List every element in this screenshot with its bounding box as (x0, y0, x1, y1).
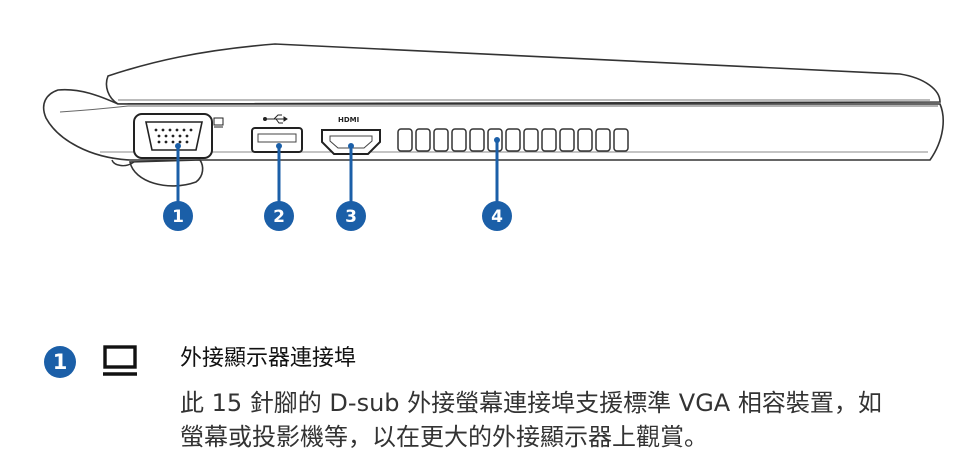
callout-badge-4: 4 (482, 201, 512, 231)
laptop-foot (129, 159, 204, 187)
svg-text:1: 1 (172, 207, 184, 227)
air-vent-icon (397, 128, 629, 152)
legend-title: 外接顯示器連接埠 (180, 346, 357, 371)
monitor-icon (103, 345, 137, 376)
base-seam (59, 105, 938, 113)
callout-badge-1: 1 (163, 201, 193, 231)
legend-number-badge: 1 (44, 346, 76, 378)
hdmi-port-icon (321, 129, 381, 155)
svg-text:2: 2 (273, 207, 285, 227)
svg-text:3: 3 (345, 207, 357, 227)
vga-port-icon (133, 113, 213, 159)
port-legend: 1 外接顯示器連接埠 此 15 針腳的 D-sub 外接螢幕連接埠支援標準 VG… (0, 330, 970, 464)
laptop-side-view: HDMI 1 2 (42, 43, 944, 231)
usb-port (251, 127, 303, 153)
callout-badge-2: 2 (264, 201, 294, 231)
monitor-icon (213, 117, 224, 128)
small-foot (111, 159, 135, 167)
legend-description: 此 15 針腳的 D-sub 外接螢幕連接埠支援標準 VGA 相容裝置，如螢幕或… (180, 389, 882, 451)
hdmi-port-label: HDMI (338, 116, 359, 124)
callout-badge-3: 3 (336, 201, 366, 231)
svg-text:4: 4 (491, 207, 503, 227)
usb-icon (263, 114, 288, 124)
laptop-lid (105, 43, 941, 105)
